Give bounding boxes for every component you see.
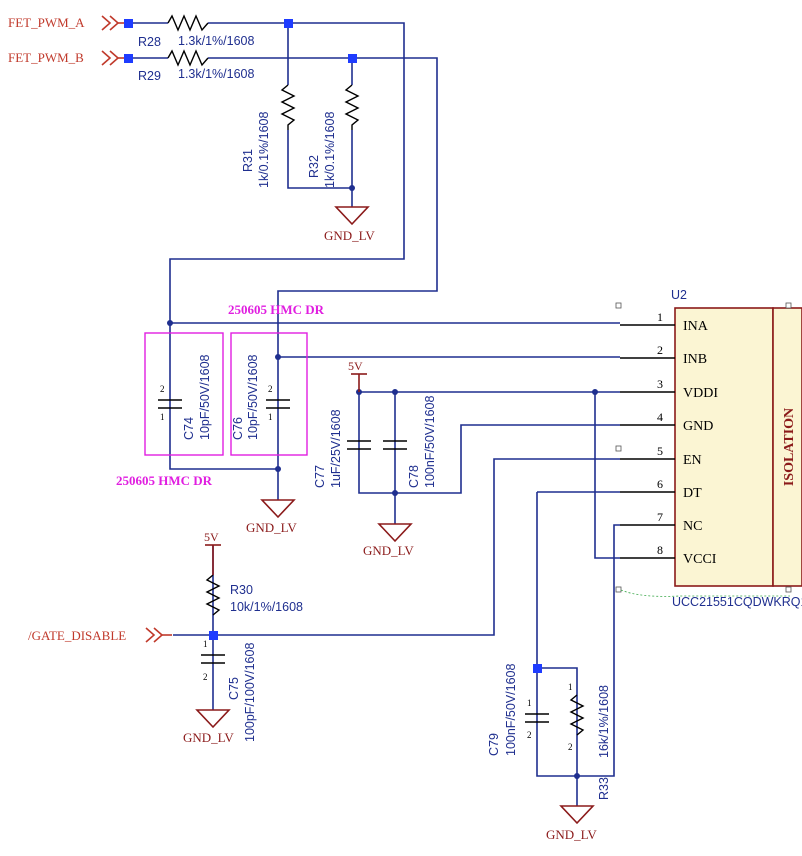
r30-value: 10k/1%/1608 bbox=[230, 600, 303, 614]
pin-name-inb: INB bbox=[683, 352, 707, 367]
c76-ref: C76 bbox=[231, 417, 245, 440]
resistor-r32[interactable]: R32 1k/0.1%/1608 bbox=[307, 84, 360, 188]
u2-ref: U2 bbox=[671, 288, 687, 302]
port-fet-pwm-a[interactable]: FET_PWM_A bbox=[8, 15, 127, 31]
pin-num-7: 7 bbox=[657, 510, 663, 524]
gate-disable-label: /GATE_DISABLE bbox=[28, 628, 126, 643]
resistor-r30[interactable]: R30 10k/1%/1608 bbox=[205, 574, 303, 616]
hmc-note-bottom: 250605 HMC DR bbox=[116, 473, 213, 488]
power-5v-gate: 5V bbox=[204, 530, 221, 575]
capacitor-c76[interactable]: 2 1 C76 10pF/50V/1608 bbox=[231, 354, 290, 440]
c79-value: 100nF/50V/1608 bbox=[504, 664, 518, 756]
pin-name-dt: DT bbox=[683, 486, 702, 501]
pin-num-3: 3 bbox=[657, 377, 663, 391]
gnd-symbol-cap: GND_LV bbox=[246, 499, 297, 535]
svg-text:GND_LV: GND_LV bbox=[246, 520, 297, 535]
pin-num-5: 5 bbox=[657, 444, 663, 458]
c78-value: 100nF/50V/1608 bbox=[423, 396, 437, 488]
r33-ref: R33 bbox=[597, 777, 611, 800]
hmc-note-top: 250605 HMC DR bbox=[228, 302, 325, 317]
resistor-r33[interactable]: 1 2 R33 16k/1%/1608 bbox=[568, 682, 611, 800]
svg-text:1: 1 bbox=[203, 639, 208, 649]
c75-ref: C75 bbox=[227, 677, 241, 700]
svg-text:1: 1 bbox=[160, 412, 165, 422]
gnd-symbol-vddi: GND_LV bbox=[363, 523, 414, 558]
pin-name-en: EN bbox=[683, 453, 702, 468]
c75-value: 100pF/100V/1608 bbox=[243, 643, 257, 742]
svg-text:5V: 5V bbox=[204, 530, 219, 544]
pin-num-6: 6 bbox=[657, 477, 663, 491]
svg-text:GND_LV: GND_LV bbox=[324, 228, 375, 243]
isolation-label: ISOLATION bbox=[782, 408, 797, 486]
junctions bbox=[124, 19, 598, 779]
ic-u2[interactable]: ISOLATION U2 UCC21551CQDWKRQ1 1 2 3 4 5 … bbox=[615, 288, 802, 609]
svg-text:GND_LV: GND_LV bbox=[546, 827, 597, 842]
r29-ref: R29 bbox=[138, 69, 161, 83]
c77-value: 1uF/25V/1608 bbox=[329, 409, 343, 488]
capacitor-c79[interactable]: 1 2 C79 100nF/50V/1608 bbox=[487, 664, 549, 756]
r31-ref: R31 bbox=[241, 149, 255, 172]
capacitor-c75[interactable]: 1 2 C75 100pF/100V/1608 bbox=[201, 639, 257, 742]
capacitor-c78[interactable]: C78 100nF/50V/1608 bbox=[383, 396, 437, 488]
r32-ref: R32 bbox=[307, 155, 321, 178]
hmc-box-c76 bbox=[230, 332, 308, 456]
r30-ref: R30 bbox=[230, 583, 253, 597]
c78-ref: C78 bbox=[407, 465, 421, 488]
hmc-box-c74 bbox=[144, 332, 224, 456]
c77-ref: C77 bbox=[313, 465, 327, 488]
resistor-r29[interactable]: R29 1.3k/1%/1608 bbox=[138, 49, 254, 83]
r29-value: 1.3k/1%/1608 bbox=[178, 67, 254, 81]
gnd-symbol-top: GND_LV bbox=[324, 206, 375, 243]
gnd-symbol-gate: GND_LV bbox=[183, 709, 234, 745]
capacitor-c74[interactable]: 2 1 C74 10pF/50V/1608 bbox=[158, 354, 212, 440]
pin-name-ina: INA bbox=[683, 319, 709, 334]
svg-text:2: 2 bbox=[527, 730, 532, 740]
wires bbox=[128, 22, 620, 806]
r33-value: 16k/1%/1608 bbox=[597, 685, 611, 758]
pin-name-gnd: GND bbox=[683, 419, 713, 434]
gnd-symbol-dt: GND_LV bbox=[546, 805, 597, 842]
svg-text:GND_LV: GND_LV bbox=[183, 730, 234, 745]
pin-num-8: 8 bbox=[657, 543, 663, 557]
svg-text:1: 1 bbox=[527, 698, 532, 708]
pin-num-2: 2 bbox=[657, 343, 663, 357]
svg-text:GND_LV: GND_LV bbox=[363, 543, 414, 558]
svg-text:5V: 5V bbox=[348, 359, 363, 373]
svg-text:1: 1 bbox=[268, 412, 273, 422]
u2-part: UCC21551CQDWKRQ1 bbox=[672, 595, 802, 609]
resistor-r28[interactable]: R28 1.3k/1%/1608 bbox=[138, 14, 254, 49]
r31-value: 1k/0.1%/1608 bbox=[257, 112, 271, 188]
svg-text:1: 1 bbox=[568, 682, 573, 692]
pin-name-vddi: VDDI bbox=[683, 386, 718, 401]
svg-text:2: 2 bbox=[160, 384, 165, 394]
c79-ref: C79 bbox=[487, 733, 501, 756]
pin-num-4: 4 bbox=[657, 410, 663, 424]
c76-value: 10pF/50V/1608 bbox=[246, 354, 260, 440]
pin-name-vcci: VCCI bbox=[683, 552, 717, 567]
port-gate-disable[interactable]: /GATE_DISABLE bbox=[28, 627, 172, 643]
r32-value: 1k/0.1%/1608 bbox=[323, 112, 337, 188]
svg-text:2: 2 bbox=[268, 384, 273, 394]
svg-text:2: 2 bbox=[568, 742, 573, 752]
capacitor-c77[interactable]: C77 1uF/25V/1608 bbox=[313, 409, 371, 488]
port-fet-pwm-b[interactable]: FET_PWM_B bbox=[8, 50, 127, 66]
svg-text:2: 2 bbox=[203, 672, 208, 682]
r28-value: 1.3k/1%/1608 bbox=[178, 34, 254, 48]
c74-value: 10pF/50V/1608 bbox=[198, 354, 212, 440]
resistor-r31[interactable]: R31 1k/0.1%/1608 bbox=[241, 84, 296, 188]
pin-name-nc: NC bbox=[683, 519, 702, 534]
fet-pwm-a-label: FET_PWM_A bbox=[8, 15, 85, 30]
power-5v-vddi: 5V bbox=[348, 359, 367, 392]
r28-ref: R28 bbox=[138, 35, 161, 49]
c74-ref: C74 bbox=[182, 417, 196, 440]
fet-pwm-b-label: FET_PWM_B bbox=[8, 50, 84, 65]
pin-num-1: 1 bbox=[657, 310, 663, 324]
